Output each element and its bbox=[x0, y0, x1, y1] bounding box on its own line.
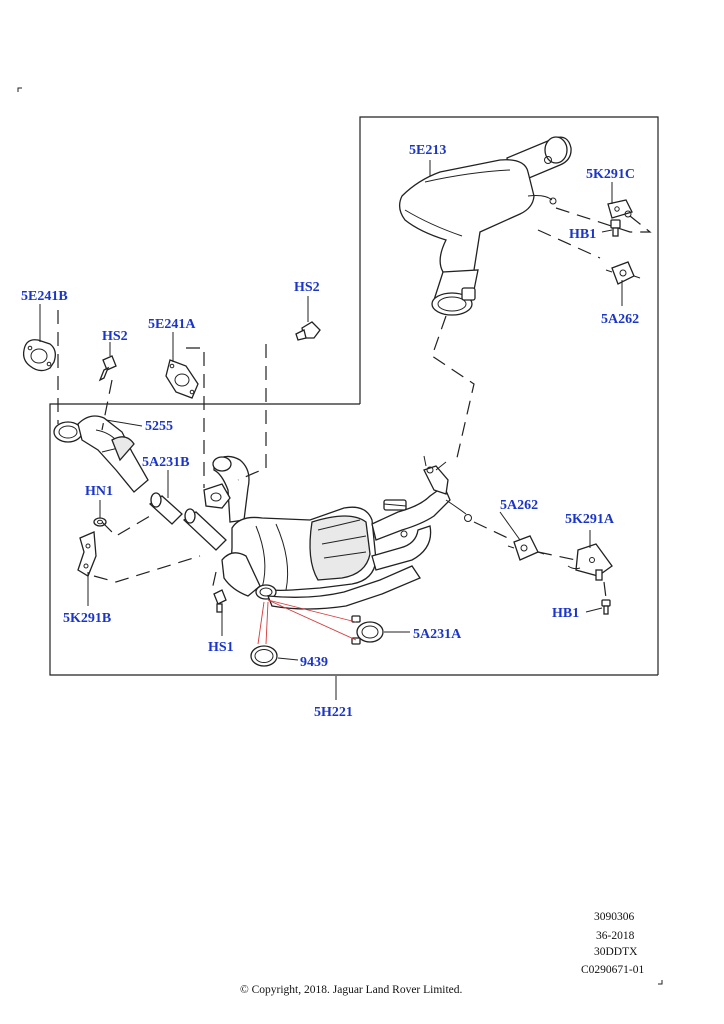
callout-5a231b: 5A231B bbox=[142, 455, 189, 470]
rear-silencer[interactable] bbox=[398, 136, 572, 316]
callout-5a262-top: 5A262 bbox=[601, 312, 639, 327]
gasket-5e241b[interactable] bbox=[22, 339, 56, 372]
bracket-5k291b[interactable] bbox=[77, 531, 97, 577]
callout-hs2-top: HS2 bbox=[294, 280, 320, 295]
clamp-5a231a[interactable] bbox=[351, 615, 384, 645]
reference-date: 36-2018 bbox=[596, 930, 635, 942]
reference-number: 3090306 bbox=[594, 911, 635, 923]
callout-hb1-bottom: HB1 bbox=[552, 606, 579, 621]
corner-mark-top-left bbox=[17, 87, 22, 92]
front-pipe-5255[interactable] bbox=[53, 415, 149, 493]
lower-frame bbox=[49, 403, 658, 676]
bolt-hb1-bottom[interactable] bbox=[601, 599, 611, 615]
callout-5255: 5255 bbox=[145, 419, 173, 434]
stud-hs2-top[interactable] bbox=[295, 321, 321, 341]
reference-engine-code: 30DDTX bbox=[594, 946, 638, 958]
callout-5e241b: 5E241B bbox=[21, 289, 68, 304]
callout-labels: 5E213 5K291C HB1 5A262 HS2 5E241B HS2 5E… bbox=[21, 143, 639, 720]
callout-5e213: 5E213 bbox=[409, 143, 446, 158]
callout-5e241a: 5E241A bbox=[148, 317, 196, 332]
callout-9439: 9439 bbox=[300, 655, 328, 670]
bracket-5k291a[interactable] bbox=[567, 543, 613, 581]
callout-hb1-top: HB1 bbox=[569, 227, 596, 242]
callout-5a262-mid: 5A262 bbox=[500, 498, 538, 513]
intermediate-pipe-5a231b[interactable] bbox=[148, 492, 227, 551]
stud-hs2-left[interactable] bbox=[98, 355, 117, 382]
stud-hs1[interactable] bbox=[213, 589, 227, 613]
bolt-hb1-top[interactable] bbox=[610, 219, 621, 237]
gasket-5e241a[interactable] bbox=[165, 359, 199, 399]
callout-5k291c: 5K291C bbox=[586, 167, 635, 182]
callout-5k291a: 5K291A bbox=[565, 512, 615, 527]
callout-hs1: HS1 bbox=[208, 640, 234, 655]
callout-hn1: HN1 bbox=[85, 484, 113, 499]
insulator-5a262-top[interactable] bbox=[605, 261, 641, 285]
catalyst-assembly-5h221[interactable] bbox=[203, 455, 472, 610]
insulator-5a262-mid[interactable] bbox=[507, 535, 545, 561]
upper-frame bbox=[359, 116, 659, 675]
bracket-5k291c[interactable] bbox=[607, 199, 633, 219]
callout-5k291b: 5K291B bbox=[63, 611, 111, 626]
illustration-code: C0290671-01 bbox=[581, 964, 645, 976]
assembly-lines bbox=[57, 207, 652, 599]
copyright-notice: © Copyright, 2018. Jaguar Land Rover Lim… bbox=[240, 984, 463, 996]
callout-hs2-left: HS2 bbox=[102, 329, 128, 344]
gasket-9439[interactable] bbox=[250, 645, 278, 667]
callout-5a231a: 5A231A bbox=[413, 627, 462, 642]
callout-5h221: 5H221 bbox=[314, 705, 353, 720]
footer: 3090306 36-2018 30DDTX C0290671-01 © Cop… bbox=[240, 911, 645, 996]
corner-mark-bottom-right bbox=[658, 980, 663, 985]
leader-lines bbox=[39, 160, 623, 700]
